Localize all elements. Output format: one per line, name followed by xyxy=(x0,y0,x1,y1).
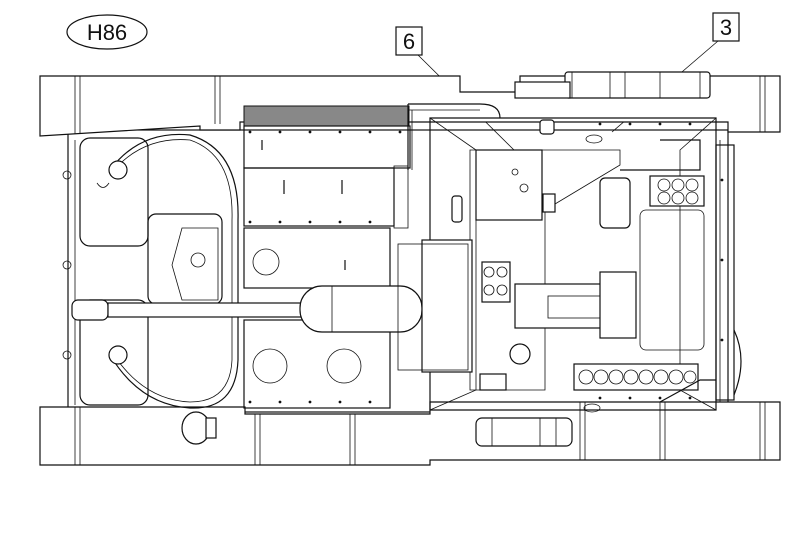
rivets xyxy=(248,122,724,404)
front-hatches xyxy=(79,133,239,445)
gun-barrel xyxy=(71,285,423,333)
ammo-rack-upper xyxy=(649,175,705,207)
step-label: H86 xyxy=(66,14,148,50)
callout-6-text: 6 xyxy=(403,29,415,54)
hull-body xyxy=(62,129,742,413)
engine-deck xyxy=(243,105,411,409)
top-fender xyxy=(39,71,781,137)
ammo-rack-lower xyxy=(573,363,699,391)
fighting-compartment xyxy=(397,103,717,413)
ammo-rack-left xyxy=(481,261,511,303)
gun-breech xyxy=(397,239,637,391)
callout-3-text: 3 xyxy=(720,15,732,40)
bottom-fender xyxy=(39,401,781,466)
step-label-text: H86 xyxy=(87,20,127,45)
